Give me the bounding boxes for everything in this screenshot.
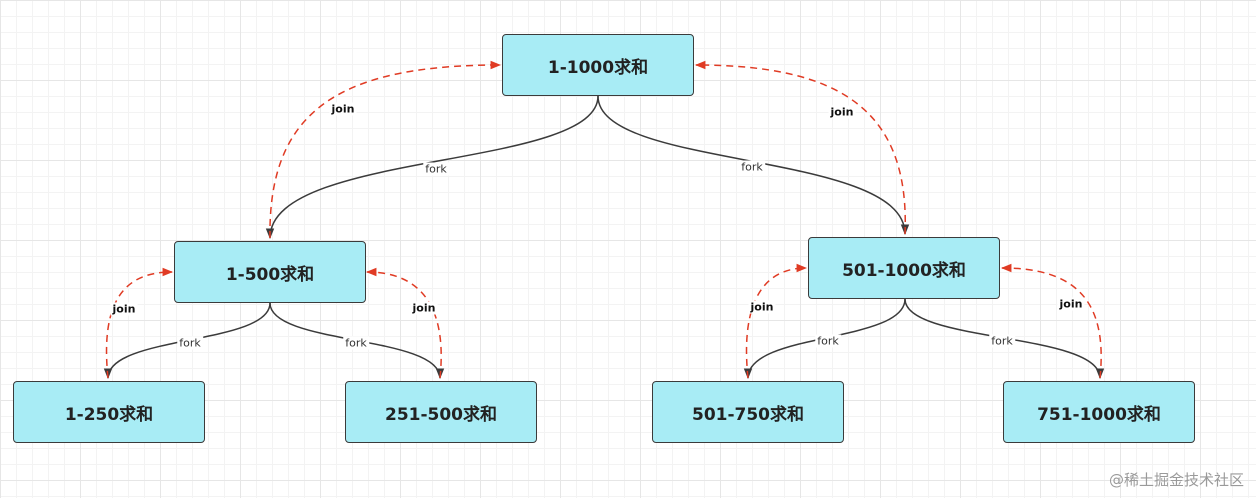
node-left: 1-500求和 [174,241,366,303]
fork-label-root-right: fork [739,160,765,174]
fork-edge-root-left [265,95,599,240]
join-label-rr-right: join [1057,297,1085,311]
join-edge-ll-left [105,267,174,379]
fork-label-left-lr: fork [343,336,369,350]
node-root: 1-1000求和 [502,34,694,96]
node-rl: 501-750求和 [652,381,844,443]
join-label-ll-left: join [110,302,138,316]
join-label-rl-right: join [748,300,776,314]
fork-label-right-rl: fork [815,334,841,348]
join-label-lr-left: join [410,301,438,315]
join-label-right-root: join [828,105,856,119]
join-label-left-root: join [329,102,357,116]
join-edge-rr-right [1000,263,1102,379]
node-right: 501-1000求和 [808,237,1000,299]
join-edge-rl-right [745,263,808,379]
node-lr: 251-500求和 [345,381,537,443]
fork-label-left-ll: fork [177,336,203,350]
join-edge-left-root [269,60,502,239]
join-edge-lr-left [365,267,442,379]
node-rr: 751-1000求和 [1003,381,1195,443]
fork-label-root-left: fork [423,162,449,176]
watermark-text: @稀土掘金技术社区 [1108,471,1244,489]
node-ll: 1-250求和 [13,381,205,443]
join-edge-right-root [694,60,906,235]
fork-label-right-rr: fork [989,334,1015,348]
